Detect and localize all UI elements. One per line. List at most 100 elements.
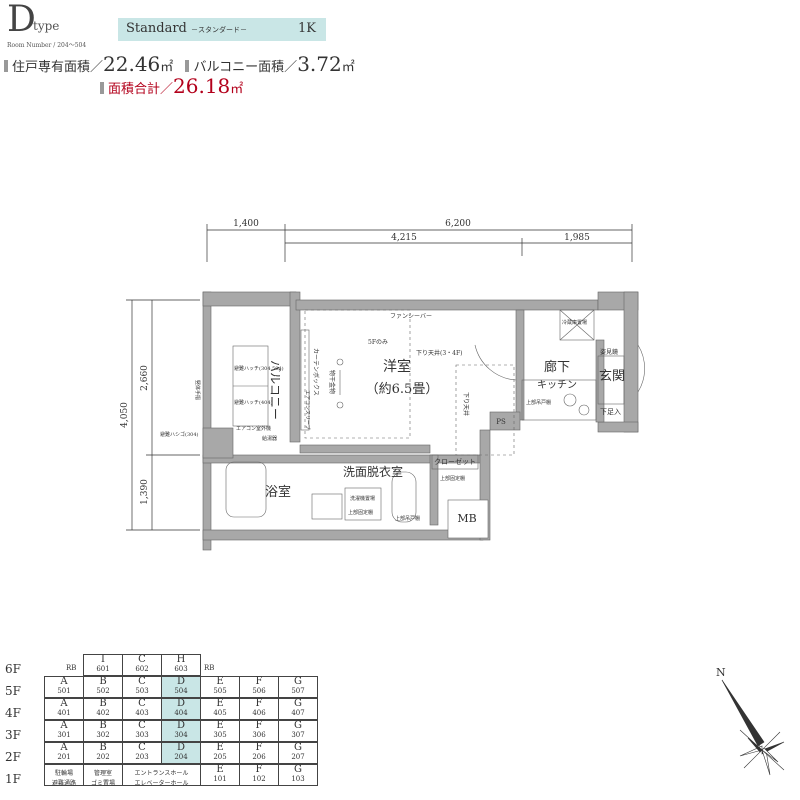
room-ps: PS xyxy=(496,418,506,426)
rb-right: RB xyxy=(204,664,215,672)
label-evac-hatch-1: 避難ハッチ(304,504) xyxy=(234,365,284,372)
dim-sub-b: 1,985 xyxy=(564,233,590,243)
total-area-label: 面積合計／ xyxy=(108,82,174,97)
floor-label-6f: 6F xyxy=(5,662,21,676)
facility-cell: 管理室ゴミ置場 xyxy=(83,764,123,787)
private-area-label: 住戸専有面積／ xyxy=(12,60,104,75)
label-handrail: 竪体手摺 xyxy=(194,380,201,400)
bullet-icon xyxy=(100,82,104,94)
type-word: type xyxy=(33,19,60,33)
label-upper-storage: 上部吊戸棚 xyxy=(395,515,420,522)
label-upper-kitchen: 上部吊戸棚 xyxy=(526,399,551,406)
bullet-icon xyxy=(4,60,8,72)
dim-left-a: 2,660 xyxy=(140,365,150,391)
label-drain: 給湯器 xyxy=(262,435,277,442)
room-closet: クローゼット xyxy=(434,457,476,466)
dim-top-a: 1,400 xyxy=(233,219,259,229)
label-evac-ladder: 避難ハシゴ(304) xyxy=(160,431,198,438)
area-row-2: 面積合計／26.18㎡ xyxy=(100,74,243,98)
dim-sub-a: 4,215 xyxy=(391,233,417,243)
room-western: 洋室 xyxy=(383,358,411,375)
bullet-icon xyxy=(185,60,190,72)
dim-left-total: 4,050 xyxy=(120,402,130,428)
label-fridge: 冷蔵庫置場 xyxy=(562,319,587,326)
room-entrance: 玄関 xyxy=(599,369,625,384)
type-letter: D xyxy=(7,0,36,40)
room-kitchen: キッチン xyxy=(537,379,577,391)
floor-label-1f: 1F xyxy=(5,772,21,786)
private-area-value: 22.46 xyxy=(103,52,161,76)
walls xyxy=(202,291,639,551)
room-bath: 浴室 xyxy=(265,484,291,500)
label-upper-closet: 上部固定棚 xyxy=(440,475,465,482)
room-washroom: 洗面脱衣室 xyxy=(343,464,403,479)
balcony-area-label: バルコニー面積／ xyxy=(193,60,298,75)
private-area-unit: ㎡ xyxy=(160,60,174,75)
room-balcony: バルコニー xyxy=(268,360,282,420)
label-dropped-ceiling-2: 下り天井 xyxy=(462,392,470,416)
facility-cell: エントランスホールエレベーターホール xyxy=(122,764,201,787)
floor-label-5f: 5F xyxy=(5,684,21,698)
area-row-1: 住戸専有面積／22.46㎡ バルコニー面積／3.72㎡ xyxy=(4,52,355,76)
compass-icon: N xyxy=(716,666,785,776)
label-shoe-rack: 下足入 xyxy=(600,408,621,416)
label-aircon-outdoor: エアコン室外機 xyxy=(236,425,271,432)
room-mb: MB xyxy=(457,512,476,525)
room-western-size: （約6.5畳） xyxy=(366,382,439,397)
dimension-lines xyxy=(126,224,633,531)
label-dropped-ceiling: 下り天井(3・4F) xyxy=(416,349,462,357)
label-fanshee: ファンシーバー xyxy=(390,313,432,320)
rb-left: RB xyxy=(66,664,77,672)
label-5f-only: 5Fのみ xyxy=(368,339,388,346)
dim-top-b: 6,200 xyxy=(445,219,471,229)
label-curtain-box: カーテンボックス xyxy=(312,348,320,396)
total-area-unit: ㎡ xyxy=(230,82,244,97)
room-number: Room Number / 204～504 xyxy=(7,42,87,49)
fixtures xyxy=(225,309,645,523)
label-evac-hatch-2: 避難ハッチ(404) xyxy=(234,399,272,406)
balcony-area-unit: ㎡ xyxy=(341,60,355,75)
total-area-value: 26.18 xyxy=(173,74,231,98)
plan-name: Standard －スタンダード－ xyxy=(126,21,248,36)
room-corridor: 廊下 xyxy=(544,359,570,375)
dim-left-b: 1,390 xyxy=(140,479,150,505)
label-upper-shelf: 上部固定棚 xyxy=(348,509,373,516)
label-aircon-sleeve: エアコンスリーブ xyxy=(304,390,311,430)
plan-layout: 1K xyxy=(298,21,316,36)
compass-north-label: N xyxy=(716,666,726,679)
label-shoe-box: 姿見鏡 xyxy=(600,348,618,356)
floor-label-4f: 4F xyxy=(5,706,21,720)
floor-plan: 1,400 6,200 4,215 1,985 4,050 2,660 1,39… xyxy=(120,219,645,551)
balcony-area-value: 3.72 xyxy=(297,52,342,76)
label-laundry: 物干金物 xyxy=(328,370,336,394)
